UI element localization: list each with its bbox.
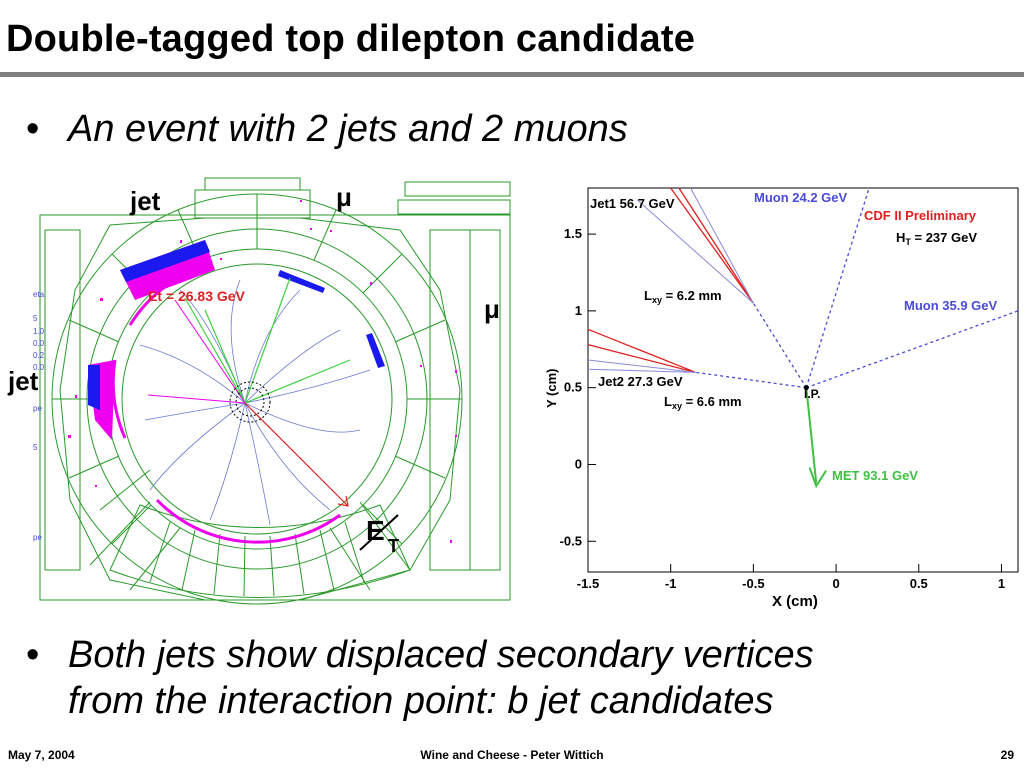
x-tick-label: -0.5: [742, 576, 764, 591]
side-labels: eta 5 1.0 0.0 0.2 0.0 pe 5 pe: [33, 290, 45, 542]
side-label: 0.0: [33, 363, 45, 372]
x-tick-label: 1: [998, 576, 1005, 591]
x-tick-label: -1.5: [577, 576, 599, 591]
axis-ticks: -1.5 -1 -0.5 0 0.5 1 -0.5 0 0.5 1 1.5: [560, 226, 1005, 591]
jet1-track: [637, 199, 754, 304]
ip-label: I.P.: [804, 387, 820, 401]
x-tick-label: 0: [832, 576, 839, 591]
plot-lines: [587, 187, 1019, 489]
lxy1-val: = 6.2 mm: [662, 288, 722, 303]
met-arrowhead: [808, 467, 827, 489]
vertex-plot: -1.5 -1 -0.5 0 0.5 1 -0.5 0 0.5 1 1.5 X (cm) Y (cm…: [540, 180, 1024, 615]
muon2-line: [806, 310, 1019, 389]
bullet-2-line-1: Both jets show displaced secondary verti…: [68, 634, 814, 676]
ht-label: HT = 237 GeV: [896, 230, 977, 247]
label-jet-top: jet: [129, 186, 161, 216]
label-mu-right: μ: [484, 294, 500, 324]
bullet-1-text: An event with 2 jets and 2 muons: [68, 108, 628, 150]
label-jet-left: jet: [7, 366, 39, 396]
energy-deposits: [88, 240, 385, 440]
bullet-2: • Both jets show displaced secondary ver…: [26, 632, 814, 724]
et-tag: Et = 26.83 GeV: [148, 288, 246, 304]
event-display-svg: eta 5 1.0 0.0 0.2 0.0 pe 5 pe Et = 26.83…: [7, 177, 511, 605]
title-rule: [0, 72, 1024, 77]
ht-val: = 237 GeV: [911, 230, 977, 245]
ht-main: H: [896, 230, 905, 245]
bullet-dot: •: [26, 634, 40, 676]
y-tick-label: 0.5: [564, 380, 582, 395]
beam-pipe: [229, 381, 271, 423]
bottom-fan: [109, 504, 411, 598]
jet1-label: Jet1 56.7 GeV: [590, 196, 675, 211]
side-label: pe: [33, 404, 42, 413]
side-label: 5: [33, 443, 38, 452]
jet2-track: [587, 359, 696, 373]
jet2-track: [587, 368, 696, 373]
footer-date: May 7, 2004: [8, 748, 75, 762]
footer-page: 29: [1000, 748, 1014, 762]
ht-sub: T: [905, 237, 911, 247]
jet1-axis: [670, 187, 754, 304]
lxy2-main: L: [664, 394, 672, 409]
tracks: [139, 279, 371, 526]
plot-frame: [587, 187, 1019, 573]
met-arrow: [244, 402, 349, 507]
lxy1-line: [752, 302, 807, 389]
lxy1-main: L: [644, 288, 652, 303]
lxy1-sub: xy: [652, 295, 662, 305]
event-display: eta 5 1.0 0.0 0.2 0.0 pe 5 pe Et = 26.83…: [0, 170, 520, 610]
muon1-label: Muon 24.2 GeV: [754, 190, 848, 205]
y-tick-label: 1: [575, 303, 582, 318]
bullet-1: • An event with 2 jets and 2 muons: [26, 106, 628, 152]
inner-muon-ring: [111, 278, 341, 544]
side-label: pe: [33, 533, 42, 542]
met-line: [805, 387, 818, 484]
jet2-label: Jet2 27.3 GeV: [598, 374, 683, 389]
side-label: 0.0: [33, 339, 45, 348]
x-tick-label: -1: [665, 576, 677, 591]
vertex-plot-svg: -1.5 -1 -0.5 0 0.5 1 -0.5 0 0.5 1 1.5 X (cm) Y (cm…: [544, 187, 1019, 610]
slide-title: Double-tagged top dilepton candidate: [6, 18, 696, 60]
side-label: eta: [33, 290, 45, 299]
label-mu-top: μ: [336, 182, 352, 212]
bullet-2-line-2: from the interaction point: b jet candid…: [68, 680, 774, 722]
muon1-line: [805, 187, 870, 388]
jet2-axis: [587, 328, 696, 373]
jet1-track: [690, 187, 754, 304]
lxy2-val: = 6.6 mm: [682, 394, 742, 409]
footer-center: Wine and Cheese - Peter Wittich: [420, 748, 604, 762]
met-label-E: E: [366, 515, 385, 546]
jet1-axis: [678, 187, 754, 304]
y-tick-label: 1.5: [564, 226, 582, 241]
lxy2-label: Lxy = 6.6 mm: [664, 394, 742, 411]
side-label: 5: [33, 314, 38, 323]
jet2-axis: [587, 344, 696, 373]
prelim-label: CDF II Preliminary: [864, 208, 977, 223]
met-label-T: T: [388, 536, 399, 556]
met-label: E T: [359, 514, 399, 556]
muon2-label: Muon 35.9 GeV: [904, 298, 998, 313]
y-tick-label: -0.5: [560, 533, 582, 548]
jet-tracks: [147, 299, 246, 404]
side-label: 0.2: [33, 351, 45, 360]
lxy2-line: [695, 371, 807, 389]
bullet-dot: •: [26, 108, 40, 150]
x-axis-label: X (cm): [772, 593, 818, 610]
lxy1-label: Lxy = 6.2 mm: [644, 288, 722, 305]
ip-marker: [803, 385, 809, 391]
y-tick-label: 0: [575, 456, 582, 471]
hits: [68, 200, 457, 543]
side-label: 1.0: [33, 327, 45, 336]
y-axis-label: Y (cm): [544, 369, 559, 409]
met-value-label: MET 93.1 GeV: [832, 468, 918, 483]
lxy2-sub: xy: [672, 401, 682, 411]
x-tick-label: 0.5: [910, 576, 928, 591]
